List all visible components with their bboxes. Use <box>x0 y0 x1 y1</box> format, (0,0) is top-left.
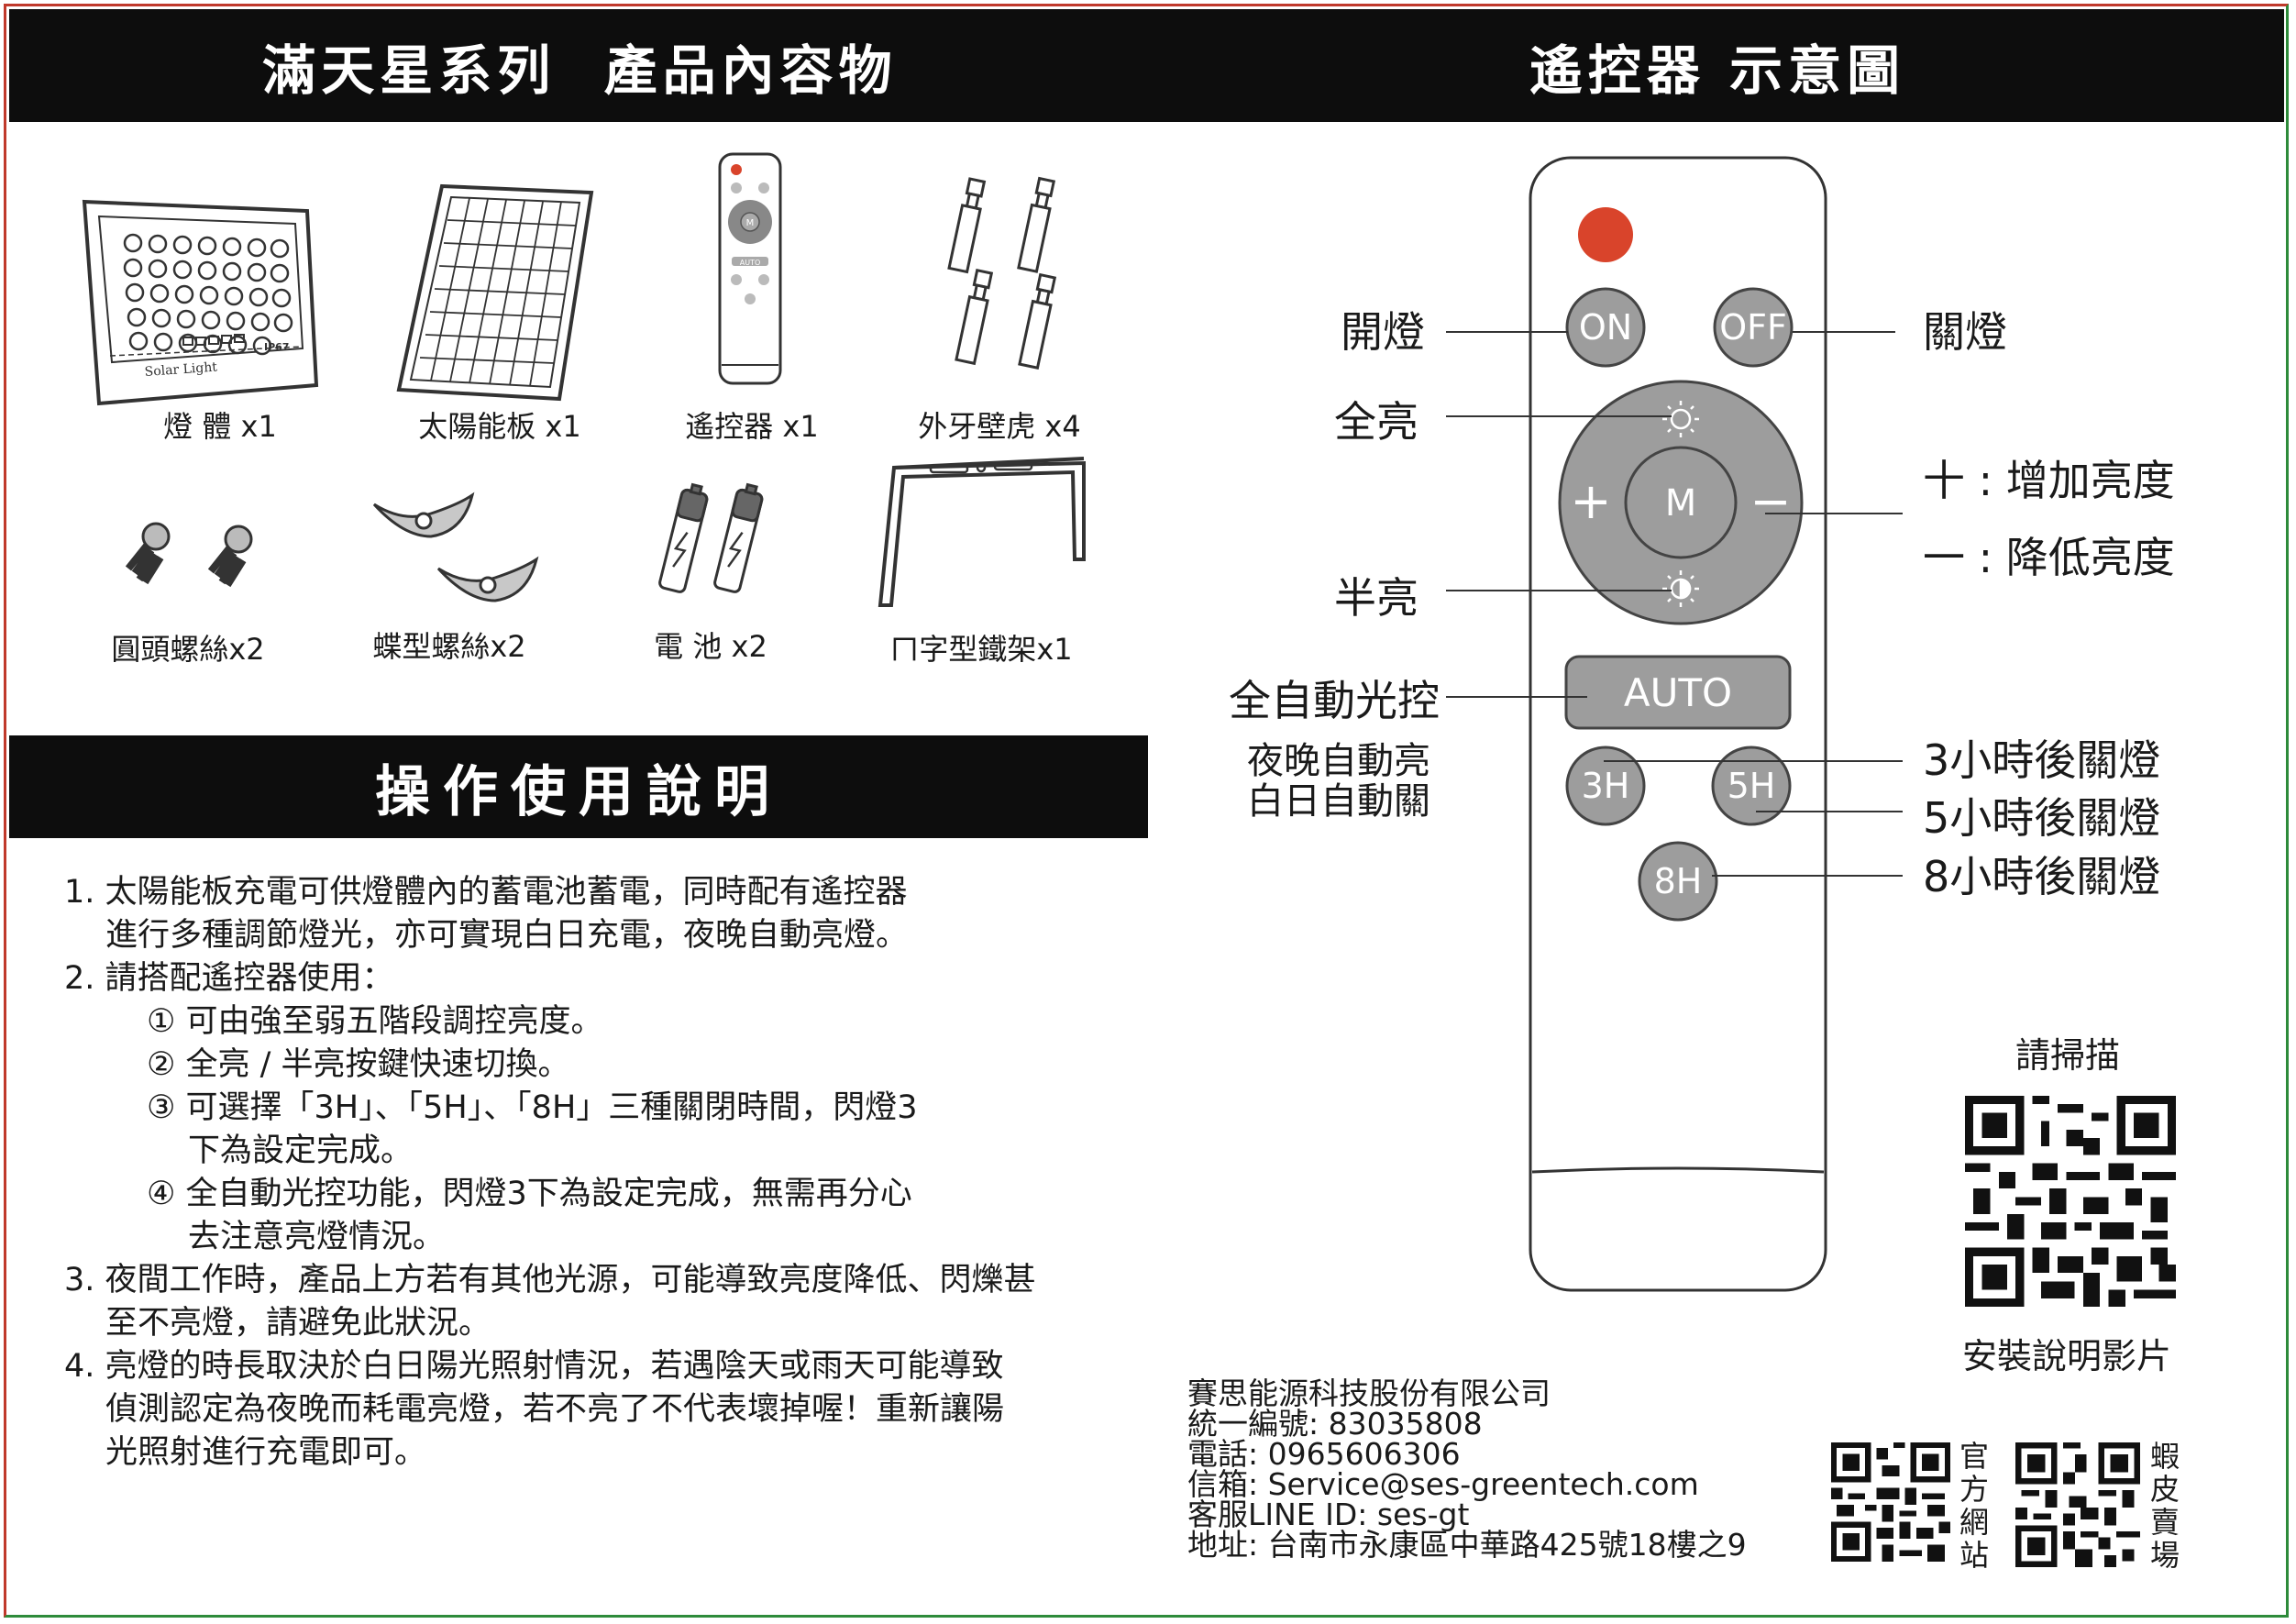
svg-text:ON: ON <box>1579 307 1632 348</box>
video-caption: 安裝說明影片 <box>1962 1336 2172 1376</box>
company-email[interactable]: 信箱: Service@ses-greentech.com <box>1187 1466 1699 1502</box>
product-label-anchor: 外牙壁虎 x4 <box>918 409 1081 444</box>
label-5h: 5小時後關燈 <box>1923 793 2161 843</box>
company-info: 賽思能源科技股份有限公司 統一編號: 83035808 電話: 09656063… <box>1187 1378 1747 1560</box>
svg-text:M: M <box>746 218 755 228</box>
svg-text:OFF: OFF <box>1719 307 1787 348</box>
instruction-line: ② 全亮 / 半亮按鍵快速切換。 <box>147 1046 570 1083</box>
label-auto: 全自動光控 <box>1229 676 1440 725</box>
label-auto-day: 白日自動關 <box>1247 780 1430 823</box>
battery-icon <box>658 482 764 593</box>
product-label-bracket: ㄇ字型鐵架x1 <box>889 632 1073 667</box>
5h-button[interactable] <box>1711 746 1792 826</box>
callout-lines <box>1446 331 1903 877</box>
products-illustrations: Solar Light IP67 M AUTO <box>82 152 1086 607</box>
flood-light-icon: Solar Light IP67 <box>82 199 319 406</box>
product-label-wing-nut: 蝶型螺絲x2 <box>372 629 526 664</box>
product-label-screw: 圓頭螺絲x2 <box>111 632 265 667</box>
instruction-line: 光照射進行充電即可。 <box>105 1434 427 1471</box>
auto-button[interactable] <box>1564 655 1792 730</box>
label-full: 全亮 <box>1334 397 1418 447</box>
instructions-list: 1. 太陽能板充電可供燈體內的蓄電池蓄電，同時配有遙控器 進行多種調節燈光，亦可… <box>64 871 1073 1475</box>
instruction-line: ① 可由強至弱五階段調控亮度。 <box>147 1003 603 1040</box>
qr-official-icon[interactable] <box>1831 1442 1950 1562</box>
off-button[interactable] <box>1713 287 1794 368</box>
instruction-line: 3. 夜間工作時，產品上方若有其他光源，可能導致亮度降低、閃爍甚 <box>64 1262 1036 1298</box>
instruction-line: 進行多種調節燈光，亦可實現白日充電，夜晚自動亮燈。 <box>105 917 909 954</box>
product-label-battery: 電 池 x2 <box>654 629 767 664</box>
sun-full-icon[interactable] <box>1662 401 1699 437</box>
shop-label: 蝦皮賣場 <box>2149 1439 2180 1573</box>
official-site-label: 官方網站 <box>1959 1439 1989 1573</box>
company-address: 地址: 台南市永康區中華路425號18樓之9 <box>1187 1527 1747 1563</box>
on-button[interactable] <box>1565 287 1646 368</box>
label-half: 半亮 <box>1334 573 1418 623</box>
m-button[interactable] <box>1624 446 1738 559</box>
minus-button[interactable]: − <box>1750 472 1791 530</box>
company-tax-id: 統一編號: 83035808 <box>1187 1406 1483 1442</box>
8h-button[interactable] <box>1638 841 1718 922</box>
solar-panel-icon <box>396 183 594 402</box>
label-auto-night: 夜晚自動亮 <box>1247 740 1430 782</box>
qr-video-icon[interactable] <box>1962 1096 2179 1307</box>
instruction-line: ③ 可選擇「3H」、「5H」、「8H」三種關閉時間，閃燈3 <box>147 1089 918 1126</box>
qr-shop-icon[interactable] <box>2015 1442 2141 1567</box>
product-label-remote: 遙控器 x1 <box>685 409 819 444</box>
instruction-line: 偵測認定為夜晚而耗電亮燈，若不亮了不代表壞掉喔！重新讓陽 <box>105 1391 1005 1428</box>
u-bracket-icon <box>878 457 1086 607</box>
instruction-line: 4. 亮燈的時長取決於白日陽光照射情況，若遇陰天或雨天可能導致 <box>64 1348 1004 1385</box>
instruction-line: 去注意亮燈情況。 <box>188 1219 446 1255</box>
company-phone: 電話: 0965606306 <box>1187 1436 1461 1472</box>
svg-text:IP67: IP67 <box>264 341 289 353</box>
instruction-line: ④ 全自動光控功能，閃燈3下為設定完成，無需再分心 <box>147 1176 912 1212</box>
label-3h: 3小時後關燈 <box>1923 735 2161 785</box>
round-screw-icon <box>125 522 253 588</box>
company-name: 賽思能源科技股份有限公司 <box>1187 1375 1551 1411</box>
remote-diagram: ON OFF M + − AUTO 3H 5H 8H <box>1446 156 1903 1292</box>
label-plus: 十 : 增加亮度 <box>1923 456 2175 505</box>
svg-text:M: M <box>1665 482 1697 525</box>
label-off: 關燈 <box>1923 307 2007 357</box>
svg-text:8H: 8H <box>1654 861 1703 901</box>
scan-prompt: 請掃描 <box>2015 1035 2121 1076</box>
sun-half-icon[interactable] <box>1662 570 1699 607</box>
anchor-bolt-icon <box>947 176 1057 370</box>
3h-button[interactable] <box>1565 746 1646 826</box>
instruction-line: 1. 太陽能板充電可供燈體內的蓄電池蓄電，同時配有遙控器 <box>64 874 908 911</box>
products-header: 滿天星系列 產品內容物 <box>9 9 1151 122</box>
instruction-line: 下為設定完成。 <box>188 1132 414 1169</box>
svg-text:5H: 5H <box>1728 766 1776 806</box>
product-label-solar-panel: 太陽能板 x1 <box>418 409 581 444</box>
instructions-header: 操作使用說明 <box>9 735 1148 838</box>
svg-text:Solar Light: Solar Light <box>144 359 218 380</box>
svg-text:AUTO: AUTO <box>740 259 761 267</box>
svg-text:3H: 3H <box>1582 766 1630 806</box>
label-on: 開燈 <box>1341 307 1425 357</box>
label-minus: 一 : 降低亮度 <box>1923 533 2175 582</box>
wing-nut-icon <box>372 492 539 602</box>
instruction-line: 至不亮燈，請避免此狀況。 <box>105 1305 491 1342</box>
label-8h: 8小時後關燈 <box>1923 852 2161 901</box>
page-border <box>4 4 2289 1618</box>
power-button[interactable] <box>1578 207 1633 262</box>
remote-header: 遙控器 示意圖 <box>1151 9 2284 122</box>
svg-text:AUTO: AUTO <box>1624 670 1732 715</box>
company-line-id: 客服LINE ID: ses-gt <box>1187 1497 1470 1532</box>
product-label-light: 燈 體 x1 <box>163 409 277 444</box>
plus-button[interactable]: + <box>1570 472 1611 530</box>
instruction-line: 2. 請搭配遙控器使用： <box>64 960 394 997</box>
remote-control-icon: M AUTO <box>718 152 782 385</box>
